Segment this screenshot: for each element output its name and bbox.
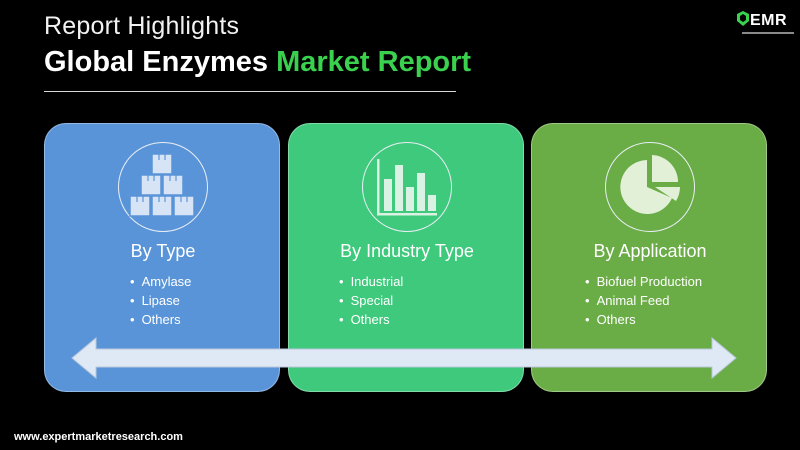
- card-heading: By Type: [130, 241, 196, 261]
- title-divider: [44, 91, 456, 92]
- card-heading: By Industry Type: [340, 241, 474, 261]
- double-headed-arrow-icon: [71, 336, 737, 380]
- card-icon-circle: [118, 142, 208, 232]
- card-item-list: Biofuel Production Animal Feed Others: [585, 272, 703, 329]
- stacked-boxes-icon: [129, 153, 195, 217]
- report-subtitle: Report Highlights: [44, 12, 240, 40]
- list-item: Others: [339, 310, 403, 329]
- card-item-list: Industrial Special Others: [339, 272, 404, 329]
- footer-website: www.expertmarketresearch.com: [14, 431, 183, 443]
- emr-logo: EMR: [736, 6, 794, 38]
- list-item: Lipase: [130, 291, 191, 310]
- list-item: Others: [585, 310, 702, 329]
- card-item-list: Amylase Lipase Others: [130, 272, 192, 329]
- card-by-type: By Type Amylase Lipase Others: [44, 123, 280, 392]
- bar-chart-icon: [377, 159, 437, 216]
- emr-logo-tagline-bar: [742, 32, 794, 34]
- emr-logo-mark-icon: [737, 11, 749, 26]
- list-item: Biofuel Production: [585, 272, 703, 291]
- pie-chart-icon: [620, 155, 680, 214]
- list-item: Animal Feed: [585, 291, 702, 310]
- list-item: Special: [339, 291, 403, 310]
- card-by-industry-type: By Industry Type Industrial Special Othe…: [288, 123, 524, 392]
- report-title-main: Global Enzymes: [44, 46, 277, 78]
- card-icon-circle: [605, 142, 695, 232]
- report-title-accent: Market Report: [276, 46, 472, 78]
- card-heading: By Application: [593, 241, 707, 261]
- emr-logo-text: EMR: [750, 12, 788, 29]
- list-item: Industrial: [339, 272, 404, 291]
- card-by-application: By Application Biofuel Production Animal…: [531, 123, 767, 392]
- report-title: Global Enzymes Market Report: [44, 46, 471, 79]
- list-item: Others: [130, 310, 191, 329]
- card-icon-circle: [362, 142, 452, 232]
- list-item: Amylase: [130, 272, 192, 291]
